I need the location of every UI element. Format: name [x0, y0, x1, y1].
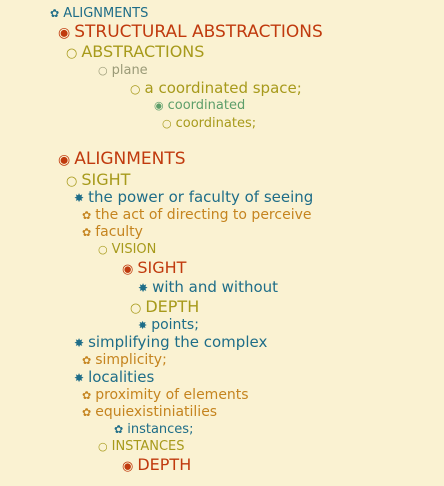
outline-item-label: a coordinated space; [144, 79, 302, 97]
flower-bullet-icon: ✿ [82, 389, 92, 402]
outline-item[interactable]: ✸simplifying the complex [74, 335, 267, 350]
ring-bullet-icon: ○ [162, 117, 172, 130]
outline-item[interactable]: ◉ALIGNMENTS [58, 151, 186, 168]
outline-item-label: ABSTRACTIONS [81, 42, 205, 61]
outline-item-label: ALIGNMENTS [74, 149, 186, 169]
dot-bullet-icon: ◉ [58, 25, 71, 41]
ring-bullet-icon: ○ [130, 82, 141, 96]
outline-item[interactable]: ○coordinates; [162, 117, 256, 130]
outline-item[interactable]: ○INSTANCES [98, 440, 185, 453]
outline-item-label: plane [111, 63, 148, 78]
outline-item[interactable]: ◉DEPTH [122, 455, 192, 474]
outline-item-label: faculty [95, 224, 143, 240]
outline-item-label: ALIGNMENTS [63, 6, 149, 21]
dot-bullet-icon: ◉ [58, 152, 71, 168]
outline-item-label: STRUCTURAL ABSTRACTIONS [74, 22, 323, 42]
outline-item[interactable]: ✿the act of directing to perceive [82, 208, 311, 222]
outline-item[interactable]: ○plane [98, 64, 148, 77]
ring-bullet-icon: ○ [66, 174, 78, 189]
dot-bullet-icon: ◉ [122, 459, 134, 474]
star-bullet-icon: ✸ [74, 336, 85, 350]
ring-bullet-icon: ○ [66, 46, 78, 61]
outline-item[interactable]: ✿faculty [82, 225, 143, 239]
flower-bullet-icon: ✿ [82, 209, 92, 222]
star-bullet-icon: ✸ [74, 191, 85, 205]
outline-item[interactable]: ○ABSTRACTIONS [66, 42, 205, 61]
outline-item[interactable]: ✸the power or faculty of seeing [74, 190, 313, 205]
outline-item-label: SIGHT [81, 170, 131, 189]
star-bullet-icon: ✸ [74, 371, 85, 385]
outline-item[interactable]: ✿ALIGNMENTS [50, 7, 148, 20]
outline-item[interactable]: ✿proximity of elements [82, 388, 249, 402]
outline-item-label: coordinated [167, 98, 246, 113]
outline-item-label: equiexistiniatilies [95, 404, 218, 420]
outline-item-label: instances; [127, 422, 194, 437]
outline-item-label: VISION [111, 242, 157, 257]
outline-item-label: INSTANCES [111, 439, 185, 454]
star-bullet-icon: ✸ [138, 319, 148, 332]
outline-item[interactable]: ✿equiexistiniatilies [82, 405, 217, 419]
outline-item-label: coordinates; [175, 116, 257, 131]
outline-item-label: DEPTH [137, 455, 192, 474]
outline-item-label: points; [151, 317, 199, 333]
outline-item[interactable]: ✸points; [138, 318, 199, 332]
outline-item-label: SIGHT [137, 258, 187, 277]
flower-bullet-icon: ✿ [82, 354, 92, 367]
ring-bullet-icon: ○ [98, 440, 108, 453]
flower-bullet-icon: ✿ [50, 7, 60, 20]
outline-item[interactable]: ✿instances; [114, 423, 193, 436]
outline-item[interactable]: ◉STRUCTURAL ABSTRACTIONS [58, 24, 323, 41]
outline-item[interactable]: ○a coordinated space; [130, 81, 302, 96]
outline-item[interactable]: ○DEPTH [130, 297, 200, 316]
outline-item[interactable]: ○VISION [98, 243, 156, 256]
ring-bullet-icon: ○ [98, 243, 108, 256]
outline-item[interactable]: ◉coordinated [154, 99, 245, 112]
outline-item-label: simplicity; [95, 352, 167, 368]
outline-item-label: with and without [152, 278, 279, 296]
outline-item[interactable]: ◉SIGHT [122, 258, 187, 277]
star-bullet-icon: ✸ [138, 281, 149, 295]
outline-item[interactable]: ✸with and without [138, 280, 278, 295]
flower-bullet-icon: ✿ [82, 226, 92, 239]
dot-bullet-icon: ◉ [154, 99, 164, 112]
outline-item-label: proximity of elements [95, 387, 249, 403]
outline-item-label: localities [88, 368, 155, 386]
outline-item[interactable]: ○SIGHT [66, 170, 131, 189]
outline-item-label: the power or faculty of seeing [88, 188, 314, 206]
flower-bullet-icon: ✿ [82, 406, 92, 419]
ring-bullet-icon: ○ [98, 64, 108, 77]
outline-item-label: simplifying the complex [88, 333, 268, 351]
flower-bullet-icon: ✿ [114, 423, 124, 436]
outline-item-label: the act of directing to perceive [95, 207, 312, 223]
outline-item-label: DEPTH [145, 297, 200, 316]
outline-item[interactable]: ✸localities [74, 370, 154, 385]
outline-item[interactable]: ✿simplicity; [82, 353, 167, 367]
ring-bullet-icon: ○ [130, 301, 142, 316]
dot-bullet-icon: ◉ [122, 262, 134, 277]
